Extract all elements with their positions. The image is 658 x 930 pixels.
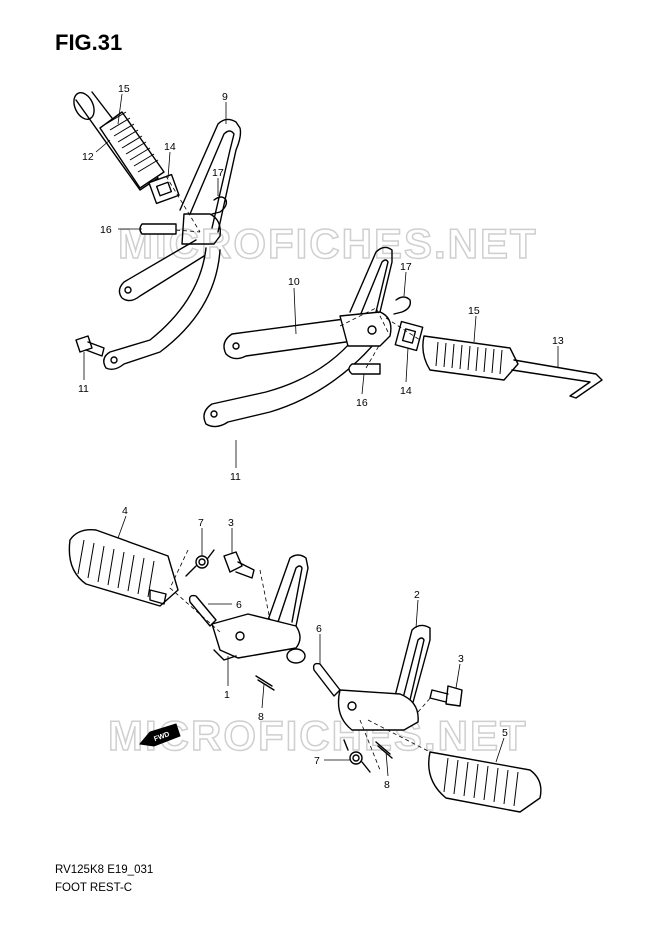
callout-7-right: 7 <box>314 755 320 767</box>
figure-code: RV125K8 E19_031 <box>55 864 154 876</box>
callout-5: 5 <box>502 727 508 739</box>
bracket-2 <box>337 624 431 731</box>
callout-13: 13 <box>552 335 564 347</box>
bolt-11-top <box>75 335 105 357</box>
callout-16-top: 16 <box>100 224 112 236</box>
bracket-10-plate <box>339 246 393 347</box>
washer-14-top <box>148 173 180 205</box>
stay-arm-top <box>103 239 221 371</box>
rod-13 <box>511 359 603 399</box>
callout-16-right: 16 <box>356 397 368 409</box>
callout-10: 10 <box>288 276 300 288</box>
callout-14-top: 14 <box>164 141 176 153</box>
callout-12: 12 <box>82 151 94 163</box>
callout-14-right: 14 <box>400 385 412 397</box>
watermark-top: MICROFICHES.NET <box>118 220 538 267</box>
bolt-3-left <box>223 551 255 579</box>
callout-4: 4 <box>122 505 128 517</box>
footrest-grip-12-15 <box>73 91 165 191</box>
callout-6-left: 6 <box>236 599 242 611</box>
pin-16-top <box>139 223 177 235</box>
footrest-4 <box>68 529 179 607</box>
callout-11-top: 11 <box>78 383 89 395</box>
callout-8-left: 8 <box>258 711 264 723</box>
bracket-9 <box>179 118 242 245</box>
washer-14-right <box>394 320 424 352</box>
bracket-1 <box>211 554 309 664</box>
pin-6-right <box>312 662 341 697</box>
clip-17-top <box>211 196 228 215</box>
callout-3-left: 3 <box>228 517 234 529</box>
callout-11-right: 11 <box>230 471 241 483</box>
callout-1: 1 <box>224 689 230 701</box>
pin-16-right <box>348 363 381 375</box>
callout-2: 2 <box>414 589 420 601</box>
clip-17-right <box>393 296 412 315</box>
figure-name: FOOT REST-C <box>55 882 133 894</box>
footrest-5 <box>428 751 542 813</box>
callout-6-right: 6 <box>316 623 322 635</box>
stay-10 <box>203 317 375 428</box>
footrest-15-right <box>422 335 519 381</box>
pin-6-left <box>188 594 217 627</box>
callout-15-top: 15 <box>118 83 130 95</box>
callout-3-right: 3 <box>458 653 464 665</box>
callout-17-top: 17 <box>212 167 224 179</box>
spring-7-left <box>185 549 215 577</box>
callout-9: 9 <box>222 91 228 103</box>
spring-7-right <box>343 739 371 773</box>
callout-17-right: 17 <box>400 261 412 273</box>
cotter-8-left <box>255 675 275 691</box>
cotter-8-right <box>375 741 393 759</box>
callout-8-right: 8 <box>384 779 390 791</box>
callout-7-left: 7 <box>198 517 204 529</box>
forward-arrow-icon: FWD <box>139 723 181 747</box>
callout-15-right: 15 <box>468 305 480 317</box>
figure-title: FIG.31 <box>55 30 123 55</box>
bolt-3-right <box>429 685 463 707</box>
